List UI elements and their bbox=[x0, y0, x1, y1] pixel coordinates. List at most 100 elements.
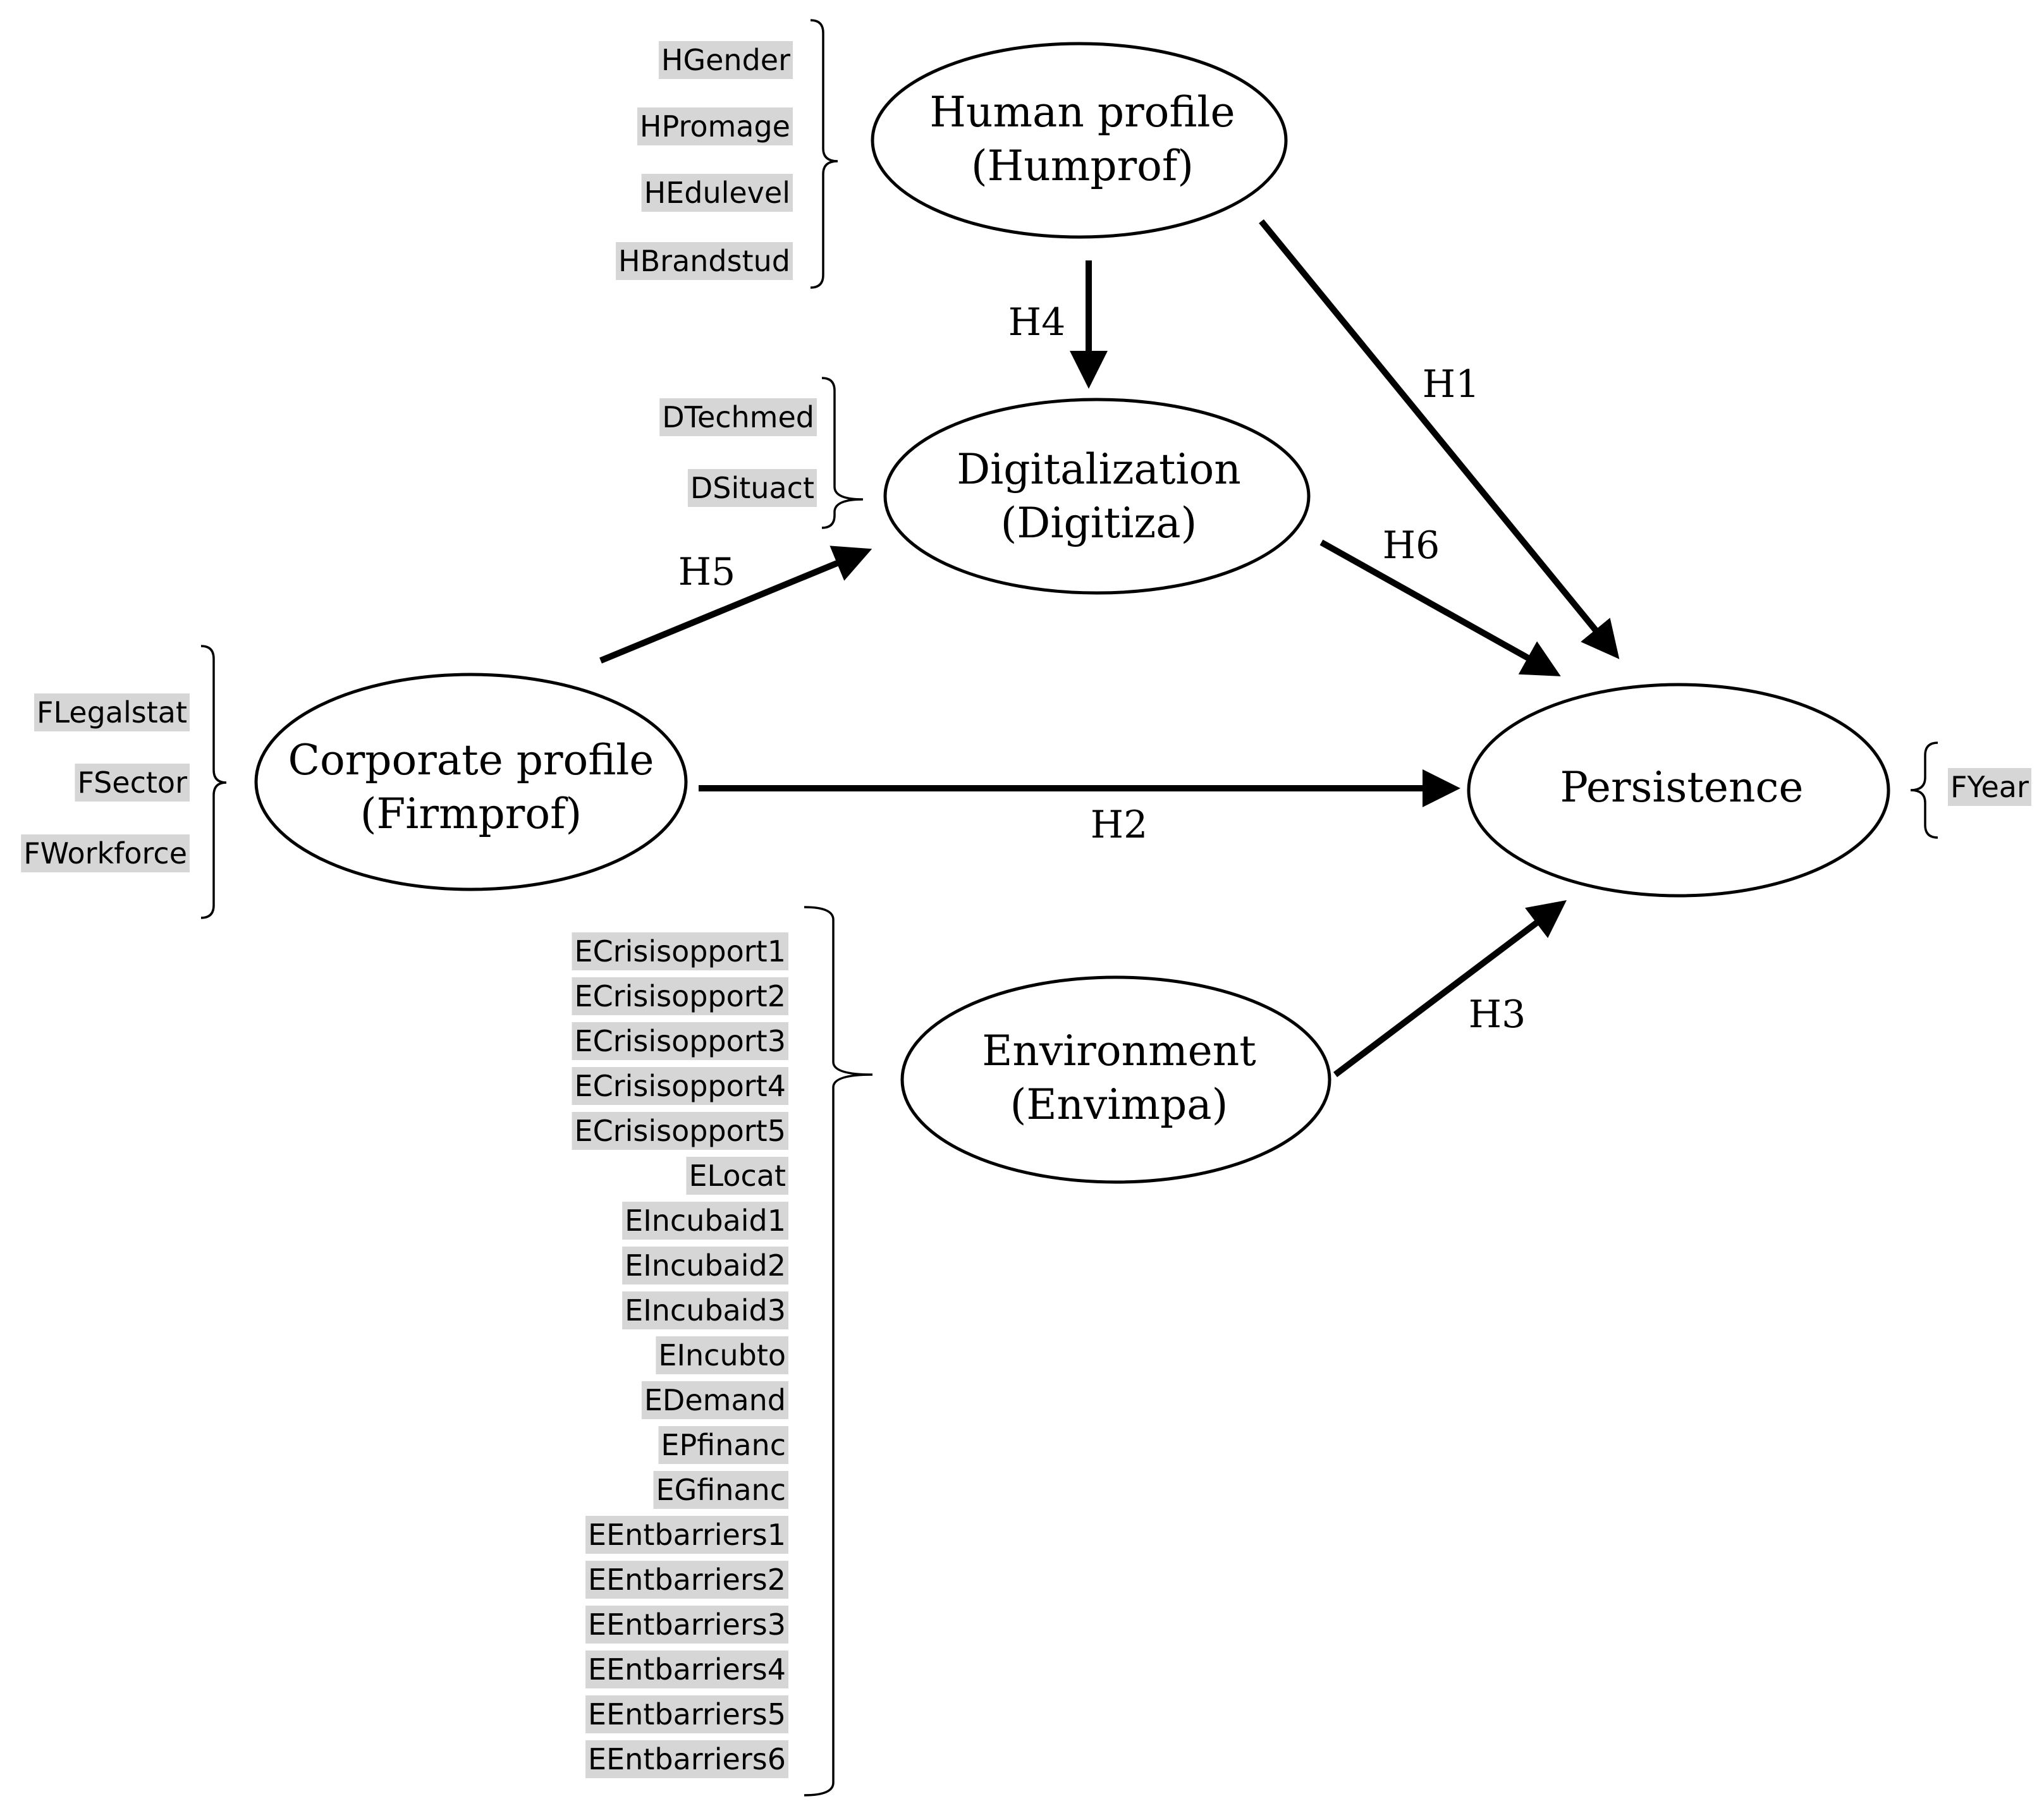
indicator-environment-19: EEntbarriers6 bbox=[585, 1740, 788, 1778]
indicator-digital-2: DSituact bbox=[687, 469, 817, 507]
indicator-highlight bbox=[572, 1022, 788, 1060]
indicator-highlight bbox=[34, 693, 190, 731]
indicator-highlight bbox=[585, 1650, 788, 1688]
indicator-label: EEntbarriers5 bbox=[588, 1697, 786, 1731]
indicator-environment-13: EGfinanc bbox=[653, 1471, 788, 1509]
indicator-label: EPfinanc bbox=[661, 1428, 786, 1462]
indicator-highlight bbox=[687, 469, 817, 507]
indicator-highlight bbox=[21, 834, 190, 872]
indicator-environment-16: EEntbarriers3 bbox=[585, 1606, 788, 1644]
indicator-highlight bbox=[1948, 768, 2031, 806]
arrow-h1 bbox=[1259, 219, 1620, 659]
construct-human-line1: Human profile bbox=[929, 88, 1235, 137]
arrow-h3 bbox=[1333, 900, 1567, 1077]
indicator-highlight bbox=[585, 1740, 788, 1778]
indicator-highlight bbox=[641, 174, 793, 212]
indicator-highlight bbox=[653, 1471, 788, 1509]
indicator-environment-4: ECrisisopport4 bbox=[572, 1067, 788, 1105]
bracket-environment bbox=[804, 906, 873, 1797]
construct-corporate-line2: (Firmprof) bbox=[360, 790, 582, 838]
indicator-highlight bbox=[585, 1516, 788, 1554]
indicator-label: ECrisisopport3 bbox=[575, 1024, 786, 1058]
indicator-highlight bbox=[622, 1291, 788, 1329]
indicator-environment-18: EEntbarriers5 bbox=[585, 1695, 788, 1733]
indicator-label: HEdulevel bbox=[644, 176, 790, 210]
hypothesis-label-h3: H3 bbox=[1469, 992, 1526, 1037]
construct-environment-line2: (Envimpa) bbox=[1010, 1080, 1228, 1129]
indicator-human-4: HBrandstud bbox=[616, 242, 793, 280]
indicator-environment-5: ECrisisopport5 bbox=[572, 1112, 788, 1150]
construct-human-line2: (Humprof) bbox=[971, 142, 1194, 190]
indicator-highlight bbox=[572, 1112, 788, 1150]
construct-digitalization: Digitalization (Digitiza) bbox=[883, 398, 1311, 595]
indicator-label: ECrisisopport1 bbox=[575, 934, 786, 968]
indicator-digital-1: DTechmed bbox=[659, 398, 817, 436]
indicator-highlight bbox=[659, 398, 817, 436]
indicator-label: FSector bbox=[77, 766, 187, 800]
indicator-environment-2: ECrisisopport2 bbox=[572, 977, 788, 1015]
construct-digital-line2: (Digitiza) bbox=[1001, 499, 1197, 547]
indicator-environment-8: EIncubaid2 bbox=[622, 1247, 788, 1284]
construct-human-profile: Human profile (Humprof) bbox=[871, 42, 1288, 239]
indicator-highlight bbox=[585, 1561, 788, 1599]
indicator-label: EIncubaid1 bbox=[625, 1204, 786, 1238]
indicator-highlight bbox=[585, 1606, 788, 1644]
indicator-corporate-2: FSector bbox=[75, 764, 190, 802]
indicator-environment-12: EPfinanc bbox=[658, 1426, 788, 1464]
indicator-group-environment: ECrisisopport1ECrisisopport2ECrisisoppor… bbox=[572, 932, 788, 1778]
hypothesis-label-h5: H5 bbox=[678, 550, 736, 594]
arrow-h5 bbox=[599, 546, 872, 664]
indicator-label: EEntbarriers6 bbox=[588, 1742, 786, 1776]
construct-digital-line1: Digitalization bbox=[957, 445, 1240, 494]
indicator-highlight bbox=[75, 764, 190, 802]
indicator-environment-15: EEntbarriers2 bbox=[585, 1561, 788, 1599]
indicator-human-2: HPromage bbox=[637, 107, 793, 145]
construct-persistence-line1: Persistence bbox=[1560, 763, 1803, 812]
indicator-human-3: HEdulevel bbox=[641, 174, 793, 212]
indicator-persistence-1: FYear bbox=[1948, 768, 2031, 806]
indicator-label: FLegalstat bbox=[37, 695, 187, 729]
construct-environment-line1: Environment bbox=[982, 1027, 1256, 1075]
construct-environment: Environment (Envimpa) bbox=[900, 975, 1331, 1184]
arrow-h6 bbox=[1319, 539, 1561, 676]
indicator-environment-3: ECrisisopport3 bbox=[572, 1022, 788, 1060]
indicator-environment-7: EIncubaid1 bbox=[622, 1202, 788, 1240]
indicator-label: FYear bbox=[1950, 770, 2029, 804]
indicator-highlight bbox=[616, 242, 793, 280]
bracket-digital bbox=[821, 377, 864, 529]
construct-corporate-profile: Corporate profile (Firmprof) bbox=[254, 673, 688, 891]
indicator-label: ECrisisopport4 bbox=[575, 1069, 786, 1103]
indicator-label: EIncubaid2 bbox=[625, 1248, 786, 1283]
indicator-environment-6: ELocat bbox=[686, 1157, 788, 1195]
indicator-highlight bbox=[572, 1067, 788, 1105]
indicator-label: EEntbarriers4 bbox=[588, 1652, 786, 1687]
indicator-highlight bbox=[572, 977, 788, 1015]
indicator-highlight bbox=[585, 1695, 788, 1733]
indicator-environment-11: EDemand bbox=[641, 1381, 788, 1419]
indicator-corporate-3: FWorkforce bbox=[21, 834, 190, 872]
indicator-environment-17: EEntbarriers4 bbox=[585, 1650, 788, 1688]
hypothesis-label-h2: H2 bbox=[1091, 803, 1148, 847]
indicator-environment-9: EIncubaid3 bbox=[622, 1291, 788, 1329]
indicator-highlight bbox=[622, 1247, 788, 1284]
bracket-human bbox=[810, 19, 838, 289]
indicator-highlight bbox=[641, 1381, 788, 1419]
indicator-label: EEntbarriers2 bbox=[588, 1563, 786, 1597]
indicator-label: EGfinanc bbox=[656, 1473, 786, 1507]
indicator-label: DSituact bbox=[690, 471, 814, 505]
indicator-corporate-1: FLegalstat bbox=[34, 693, 190, 731]
indicator-label: EEntbarriers1 bbox=[588, 1518, 786, 1552]
indicator-highlight bbox=[658, 41, 793, 79]
indicator-label: ECrisisopport5 bbox=[575, 1114, 786, 1148]
indicator-label: EEntbarriers3 bbox=[588, 1608, 786, 1642]
bracket-persistence bbox=[1910, 741, 1938, 839]
indicator-label: ELocat bbox=[688, 1159, 786, 1193]
indicator-label: DTechmed bbox=[662, 400, 814, 434]
indicator-label: HGender bbox=[661, 43, 790, 77]
construct-persistence: Persistence bbox=[1467, 683, 1890, 898]
indicator-label: HBrandstud bbox=[618, 244, 790, 278]
